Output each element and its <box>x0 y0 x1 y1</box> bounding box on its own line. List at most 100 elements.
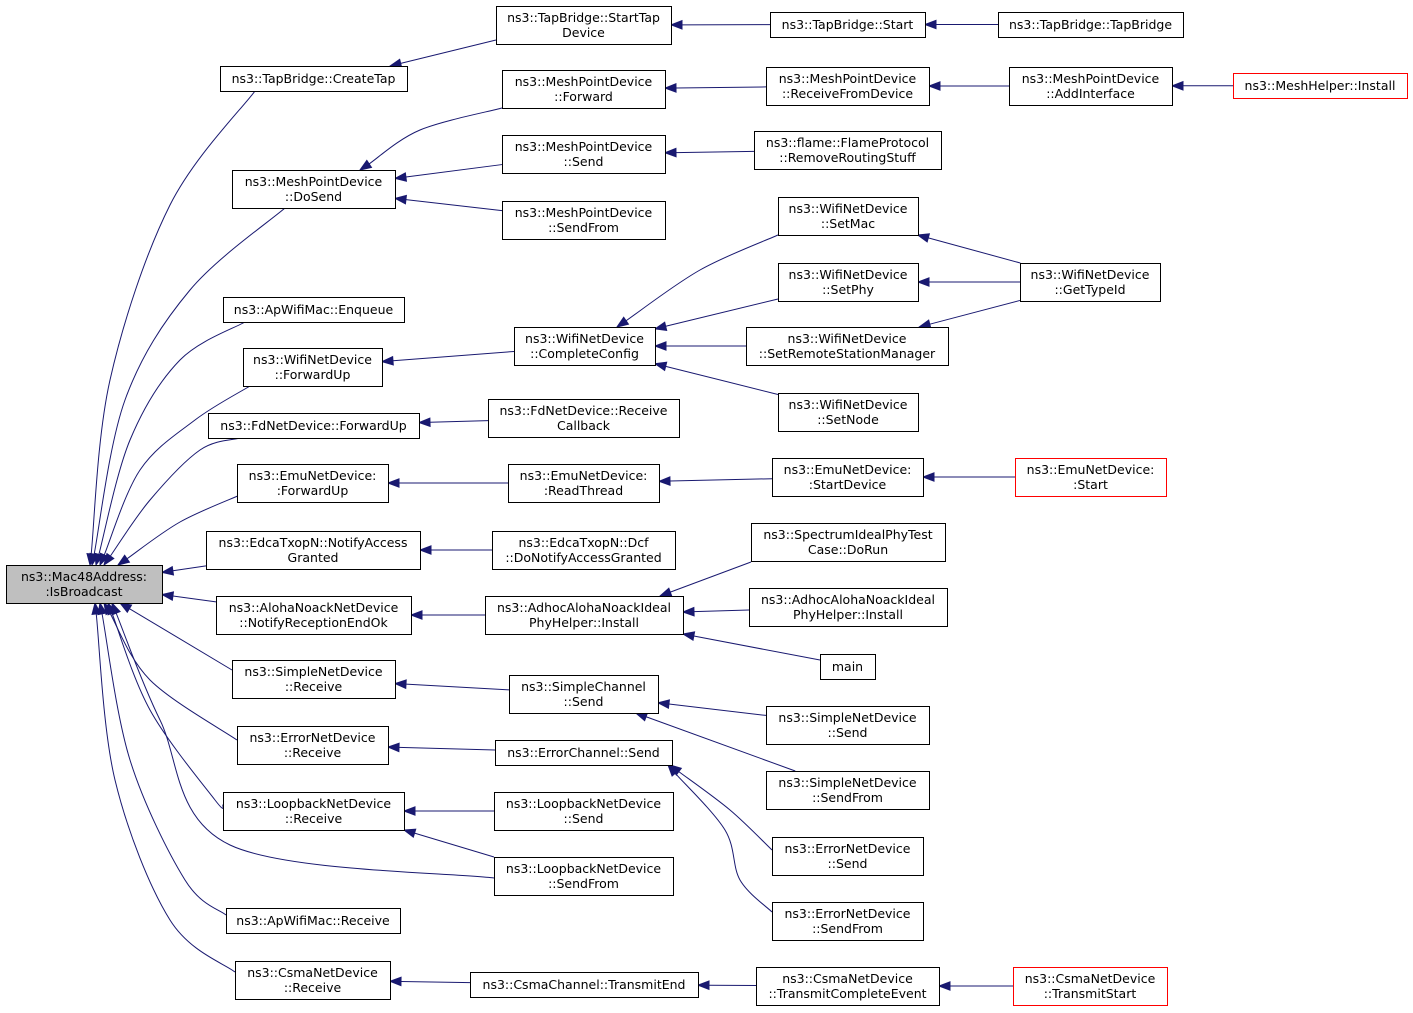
node-csma-tce[interactable]: ns3::CsmaNetDevice::TransmitCompleteEven… <box>756 967 940 1006</box>
arrowhead <box>927 81 941 91</box>
node-label-line: ns3::MeshPointDevice <box>515 139 653 154</box>
edge-line <box>625 234 779 322</box>
edge-line <box>670 561 752 593</box>
node-simple-chan[interactable]: ns3::SimpleChannel::Send <box>509 675 659 714</box>
node-box <box>746 327 949 366</box>
node-box <box>749 588 948 627</box>
node-emu-read[interactable]: ns3::EmuNetDevice::ReadThread <box>508 464 660 503</box>
edge-tap-start-dev-to-tap-create <box>388 39 497 69</box>
edge-line <box>693 609 750 613</box>
node-label-line: ::SetMac <box>821 216 875 231</box>
arrowhead <box>386 742 400 753</box>
node-label-line: main <box>832 659 863 674</box>
node-csma-ts[interactable]: ns3::CsmaNetDevice::TransmitStart <box>1013 967 1168 1006</box>
node-csma-chan[interactable]: ns3::CsmaChannel::TransmitEnd <box>470 972 699 998</box>
node-flame[interactable]: ns3::flame::FlameProtocol::RemoveRouting… <box>754 131 942 170</box>
node-ap-enqueue[interactable]: ns3::ApWifiMac::Enqueue <box>223 297 405 323</box>
node-box <box>754 131 942 170</box>
node-box <box>206 531 421 570</box>
node-adhoc-install[interactable]: ns3::AdhocAlohaNoackIdealPhyHelper::Inst… <box>485 596 684 635</box>
arrowhead <box>1170 80 1184 91</box>
arrowhead <box>681 606 695 617</box>
edge-layer <box>86 19 1234 991</box>
node-tap-bridge[interactable]: ns3::TapBridge::TapBridge <box>998 12 1184 38</box>
node-loop-recv[interactable]: ns3::LoopbackNetDevice::Receive <box>223 792 405 831</box>
node-mesh-recv-from[interactable]: ns3::MeshPointDevice::ReceiveFromDevice <box>766 67 930 106</box>
node-edca-notify[interactable]: ns3::EdcaTxopN::NotifyAccessGranted <box>206 531 421 570</box>
node-box <box>772 902 924 941</box>
edge-line <box>645 716 796 772</box>
edge-aloha-notify-to-root <box>160 591 217 603</box>
node-label-line: ::SetRemoteStationManager <box>759 346 936 361</box>
node-box <box>766 67 930 106</box>
node-label-line: ::Send <box>564 154 604 169</box>
node-box <box>1020 263 1161 302</box>
node-label-line: ns3::EmuNetDevice: <box>520 468 648 483</box>
node-box <box>751 523 946 562</box>
edge-mesh-add-if-to-mesh-recv-from <box>927 81 1009 91</box>
root-node[interactable]: ns3::Mac48Address::IsBroadcast <box>6 565 163 604</box>
node-tap-start[interactable]: ns3::TapBridge::Start <box>770 12 926 38</box>
edge-line <box>111 613 224 809</box>
node-wifi-complete[interactable]: ns3::WifiNetDevice::CompleteConfig <box>514 327 656 366</box>
node-mesh-fwd[interactable]: ns3::MeshPointDevice::Forward <box>502 70 666 109</box>
node-box <box>502 135 666 174</box>
node-err-recv[interactable]: ns3::ErrorNetDevice::Receive <box>237 726 389 765</box>
node-emu-start-dev[interactable]: ns3::EmuNetDevice::StartDevice <box>772 458 924 497</box>
node-emu-fwd-up[interactable]: ns3::EmuNetDevice::ForwardUp <box>237 464 389 503</box>
node-loop-send-from[interactable]: ns3::LoopbackNetDevice::SendFrom <box>494 857 674 896</box>
node-edca-dcf[interactable]: ns3::EdcaTxopN::Dcf::DoNotifyAccessGrant… <box>492 531 676 570</box>
node-tap-create[interactable]: ns3::TapBridge::CreateTap <box>220 66 408 92</box>
node-box <box>502 201 666 240</box>
node-mesh-send-from[interactable]: ns3::MeshPointDevice::SendFrom <box>502 201 666 240</box>
node-loop-send[interactable]: ns3::LoopbackNetDevice::Send <box>494 792 674 831</box>
node-wifi-set-phy[interactable]: ns3::WifiNetDevice::SetPhy <box>778 263 919 302</box>
node-fd-fwd-up[interactable]: ns3::FdNetDevice::ForwardUp <box>208 413 420 439</box>
edge-simple-recv-to-root <box>118 602 233 671</box>
node-mesh-helper[interactable]: ns3::MeshHelper::Install <box>1233 73 1408 99</box>
node-wifi-fwd-up[interactable]: ns3::WifiNetDevice::ForwardUp <box>243 348 383 387</box>
arrowhead <box>656 699 670 709</box>
edge-line <box>674 772 773 913</box>
node-simple-send[interactable]: ns3::SimpleNetDevice::Send <box>766 706 930 745</box>
node-ap-recv[interactable]: ns3::ApWifiMac::Receive <box>226 908 401 934</box>
node-err-send[interactable]: ns3::ErrorNetDevice::Send <box>772 837 924 876</box>
edge-line <box>405 199 503 212</box>
node-emu-start[interactable]: ns3::EmuNetDevice::Start <box>1015 458 1167 497</box>
node-wifi-set-node[interactable]: ns3::WifiNetDevice::SetNode <box>778 393 919 432</box>
node-mesh-do-send[interactable]: ns3::MeshPointDevice::DoSend <box>232 170 396 209</box>
edge-line <box>90 90 256 555</box>
node-mesh-send[interactable]: ns3::MeshPointDevice::Send <box>502 135 666 174</box>
node-csma-recv[interactable]: ns3::CsmaNetDevice::Receive <box>235 961 391 1000</box>
node-label-line: ns3::WifiNetDevice <box>789 397 908 412</box>
node-err-chan[interactable]: ns3::ErrorChannel::Send <box>495 740 673 766</box>
node-adhoc-ideal[interactable]: ns3::AdhocAlohaNoackIdealPhyHelper::Inst… <box>749 588 948 627</box>
edge-flame-to-mesh-send <box>663 147 755 158</box>
node-aloha-notify[interactable]: ns3::AlohaNoackNetDevice::NotifyReceptio… <box>216 596 412 635</box>
arrowhead <box>916 277 930 287</box>
node-mesh-add-if[interactable]: ns3::MeshPointDevice::AddInterface <box>1009 67 1173 106</box>
node-label-line: ::CompleteConfig <box>530 346 639 361</box>
node-wifi-type-id[interactable]: ns3::WifiNetDevice::GetTypeId <box>1020 263 1161 302</box>
arrowhead <box>111 601 121 616</box>
node-label-line: ns3::MeshPointDevice <box>779 71 917 86</box>
node-err-send-from[interactable]: ns3::ErrorNetDevice::SendFrom <box>772 902 924 941</box>
node-wifi-set-rsm[interactable]: ns3::WifiNetDevice::SetRemoteStationMana… <box>746 327 949 366</box>
node-label-line: ns3::EmuNetDevice: <box>249 468 377 483</box>
node-box <box>495 740 673 766</box>
node-label-line: ns3::MeshPointDevice <box>245 174 383 189</box>
node-label-line: ::SetPhy <box>822 282 874 297</box>
node-box <box>237 726 389 765</box>
node-simple-send-from[interactable]: ns3::SimpleNetDevice::SendFrom <box>766 771 930 810</box>
arrowhead <box>409 610 423 620</box>
node-main[interactable]: main <box>820 654 876 680</box>
node-simple-recv[interactable]: ns3::SimpleNetDevice::Receive <box>232 660 396 699</box>
node-label-line: ::Send <box>828 856 868 871</box>
node-wifi-set-mac[interactable]: ns3::WifiNetDevice::SetMac <box>778 197 919 236</box>
node-box <box>778 393 919 432</box>
node-box <box>496 6 672 45</box>
